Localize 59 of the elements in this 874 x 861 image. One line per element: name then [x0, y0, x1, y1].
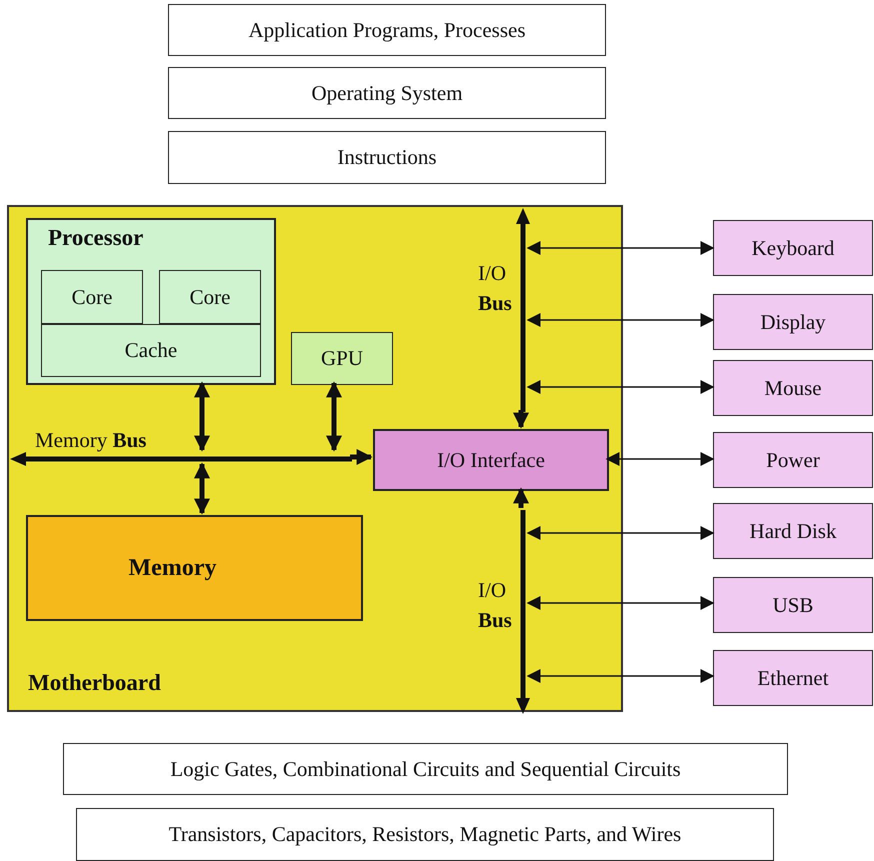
gpu-box [291, 332, 393, 385]
core-box [159, 270, 261, 324]
arrow [606, 452, 714, 466]
layer-box [168, 4, 606, 56]
device-box [713, 503, 873, 559]
bus-label: I/O Bus [478, 577, 513, 634]
box-label: Logic Gates, Combinational Circuits and Sequential Circuits [170, 756, 681, 782]
arrow [526, 241, 714, 255]
box-label: Keyboard [752, 236, 834, 260]
arrow [194, 462, 210, 515]
arrow [513, 410, 529, 429]
arrow [513, 487, 529, 508]
arrow [194, 381, 210, 452]
box-label: Memory [128, 554, 216, 582]
cache-box [41, 324, 261, 377]
layer-box [168, 131, 606, 184]
box-label: Core [72, 284, 112, 310]
box-label: USB [772, 592, 814, 618]
arrow [526, 526, 714, 540]
box-label: Ethernet [757, 666, 829, 690]
bus-bar [516, 208, 530, 412]
motherboard-panel [7, 205, 623, 712]
device-box [713, 577, 873, 633]
arrow [326, 381, 342, 452]
box-label: Cache [124, 338, 178, 363]
bus-label: Memory Bus [35, 427, 146, 454]
box-label: Instructions [337, 145, 437, 170]
box-label: Application Programs, Processes [248, 18, 526, 42]
device-box [713, 650, 873, 706]
layer-box [63, 743, 788, 795]
bus-bar [516, 510, 530, 714]
device-box [713, 360, 873, 416]
box-title: Processor [48, 225, 144, 251]
interface-box [373, 429, 609, 491]
box-label: Power [766, 448, 820, 472]
arrow [526, 380, 714, 394]
layer-box [168, 67, 606, 119]
arrow [526, 313, 714, 327]
arrow [526, 596, 714, 610]
box-label: Mouse [764, 376, 822, 400]
device-box [713, 294, 873, 350]
box-label: Transistors, Capacitors, Resistors, Magnetic Parts, and Wires [168, 822, 682, 847]
box-label: Display [760, 310, 826, 334]
arrow [350, 449, 373, 465]
core-box [41, 270, 143, 324]
bus-label: I/O Bus [478, 260, 513, 317]
device-box [713, 220, 873, 276]
arrow [526, 669, 714, 683]
box-label: I/O Interface [437, 448, 545, 472]
panel-title: Motherboard [28, 670, 161, 696]
box-label: GPU [320, 346, 363, 371]
device-box [713, 432, 873, 488]
layer-box [76, 808, 774, 861]
processor-box [26, 218, 276, 385]
memory-box [26, 515, 363, 621]
box-label: Hard Disk [750, 518, 836, 544]
box-label: Core [190, 284, 230, 310]
bus-bar [10, 452, 352, 466]
box-label: Operating System [311, 80, 463, 106]
